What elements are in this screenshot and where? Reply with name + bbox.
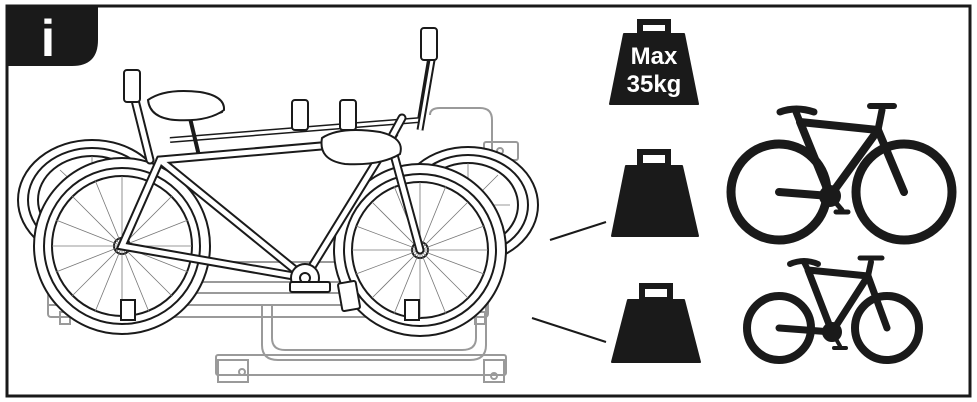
- leader-line-lower: [531, 317, 607, 343]
- bicycle-icon-small: [743, 255, 923, 364]
- front-bicycle: [33, 69, 507, 337]
- info-badge-letter: i: [41, 10, 55, 68]
- max-weight-label-line1: Max: [631, 43, 678, 70]
- max-weight-icon: Max 35kg: [609, 19, 699, 105]
- leader-line-upper: [549, 221, 607, 241]
- weight-icon-light: [611, 283, 701, 363]
- info-badge: i: [8, 7, 98, 68]
- bicycle-icon-large: [726, 103, 957, 245]
- weight-icon-heavy: [611, 149, 699, 237]
- max-weight-label-line2: 35kg: [627, 71, 682, 98]
